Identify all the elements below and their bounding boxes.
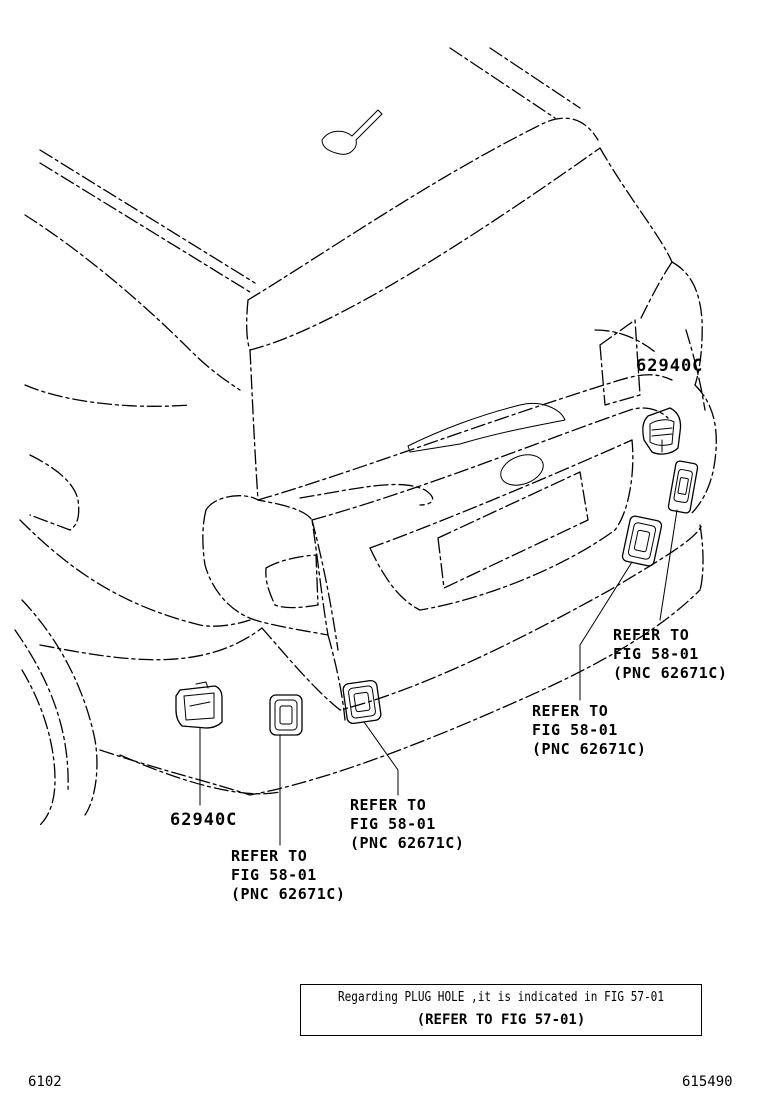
reference-line: FIG 58-01 <box>532 721 618 739</box>
part-number-right: 62940C <box>636 356 703 376</box>
note-line-2: (REFER TO FIG 57-01) <box>416 1012 586 1028</box>
reference-line: (PNC 62671C) <box>350 834 464 852</box>
sensor-right-upper-graphic <box>667 460 699 514</box>
reference-right-upper: REFER TO FIG 58-01 (PNC 62671C) <box>613 626 727 682</box>
reference-line: REFER TO <box>613 626 689 644</box>
sensor-left-graphic <box>269 694 303 736</box>
reference-line: (PNC 62671C) <box>231 885 345 903</box>
leader-lines <box>199 439 678 846</box>
reference-left: REFER TO FIG 58-01 (PNC 62671C) <box>231 847 345 903</box>
reference-line: FIG 58-01 <box>231 866 317 884</box>
reference-line: (PNC 62671C) <box>532 740 646 758</box>
part-number-left: 62940C <box>170 810 237 830</box>
reference-center: REFER TO FIG 58-01 (PNC 62671C) <box>350 796 464 852</box>
reference-line: FIG 58-01 <box>350 815 436 833</box>
reference-line: FIG 58-01 <box>613 645 699 663</box>
reference-right-lower: REFER TO FIG 58-01 (PNC 62671C) <box>532 702 646 758</box>
figure-code-left: 6102 <box>28 1074 62 1090</box>
plug-hole-note: Regarding PLUG HOLE ,it is indicated in … <box>300 984 702 1036</box>
reference-line: REFER TO <box>532 702 608 720</box>
part-62940c-left-graphic <box>175 681 223 729</box>
note-line-1: Regarding PLUG HOLE ,it is indicated in … <box>337 990 664 1005</box>
vehicle-outline <box>14 47 717 826</box>
figure-code-right: 615490 <box>682 1074 733 1090</box>
sensor-right-lower-graphic <box>621 515 663 567</box>
reference-line: REFER TO <box>231 847 307 865</box>
sensor-center-graphic <box>342 679 382 725</box>
reference-line: REFER TO <box>350 796 426 814</box>
part-62940c-right-graphic <box>642 407 682 455</box>
reference-line: (PNC 62671C) <box>613 664 727 682</box>
